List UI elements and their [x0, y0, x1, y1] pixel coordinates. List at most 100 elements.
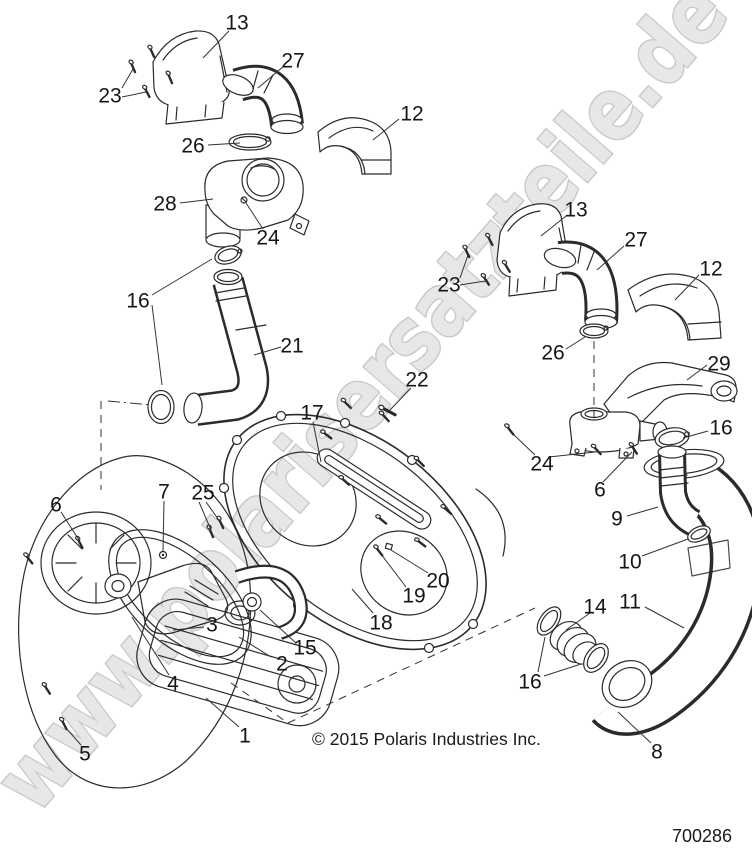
hose-clamp-16-upper	[214, 245, 243, 265]
leader-line	[602, 451, 633, 483]
callout-16: 16	[709, 417, 732, 440]
callout-12: 12	[699, 258, 722, 281]
leader-line	[380, 553, 407, 588]
callout-7: 7	[158, 481, 170, 504]
bend-duct-12-right	[627, 273, 722, 341]
leader-line	[641, 538, 689, 557]
outer-cover-profile-1	[18, 455, 252, 789]
leader-line	[565, 336, 586, 350]
clutch-assembly	[40, 511, 340, 727]
leader-line	[512, 433, 536, 456]
leader-line	[537, 636, 546, 673]
leader-line	[60, 511, 80, 541]
leader-lines	[60, 30, 709, 746]
callout-18: 18	[369, 612, 392, 635]
callout-4: 4	[167, 673, 179, 696]
callout-19: 19	[402, 585, 425, 608]
callout-26: 26	[181, 135, 204, 158]
callout-2: 2	[276, 653, 288, 676]
callout-23: 23	[437, 274, 460, 297]
leader-line	[230, 682, 289, 724]
callout-9: 9	[611, 508, 623, 531]
leader-line	[389, 387, 412, 411]
callout-5: 5	[79, 743, 91, 766]
leader-line	[596, 245, 625, 271]
leader-line	[626, 506, 659, 517]
leader-line	[459, 280, 486, 286]
leader-line	[390, 549, 429, 574]
callout-28: 28	[153, 193, 176, 216]
leader-line	[202, 30, 230, 59]
callout-24: 24	[256, 227, 280, 250]
callout-25: 25	[191, 482, 214, 505]
leader-line	[682, 430, 709, 439]
cover-screws	[318, 396, 454, 557]
leader-line	[198, 501, 212, 531]
leader-line	[179, 198, 214, 204]
callout-15: 15	[293, 637, 316, 660]
leader-line	[459, 254, 469, 279]
inner-duct-9	[657, 445, 711, 543]
drive-belt-2	[108, 529, 252, 665]
leader-line	[121, 68, 134, 89]
callout-22: 22	[405, 369, 428, 392]
callout-1: 1	[239, 725, 251, 748]
callout-21: 21	[280, 335, 303, 358]
hose-clamp-26-left	[228, 133, 272, 151]
leader-line	[312, 421, 322, 463]
leader-line	[674, 274, 700, 301]
copyright-text: © 2015 Polaris Industries Inc.	[312, 729, 541, 749]
leader-line	[207, 142, 241, 146]
leader-line	[245, 202, 264, 230]
leader-line	[172, 626, 205, 631]
part-number-text: 700286	[672, 826, 732, 846]
bend-duct-12-left	[317, 117, 392, 175]
diagram-artwork	[18, 30, 752, 789]
leader-line	[644, 606, 685, 629]
leader-line	[205, 501, 222, 524]
leader-line	[287, 607, 536, 724]
elbow-duct-right	[543, 240, 619, 330]
duct-assembly-29	[501, 361, 738, 459]
intake-tube-21	[147, 268, 270, 426]
callout-27: 27	[624, 229, 647, 252]
callout-29: 29	[707, 353, 730, 376]
callout-3: 3	[206, 614, 218, 637]
leader-line	[131, 616, 170, 676]
elbow-duct-left	[222, 64, 304, 135]
leader-line	[372, 118, 400, 141]
leader-line	[617, 711, 652, 744]
leader-line	[151, 304, 163, 386]
callout-26: 26	[541, 342, 564, 365]
callout-10: 10	[618, 551, 641, 574]
shield-bracket-left	[143, 30, 230, 125]
blower-housing-28	[204, 157, 310, 248]
callout-8: 8	[651, 741, 663, 764]
bellows-coupler-14	[536, 606, 609, 673]
callout-17: 17	[300, 402, 323, 425]
callout-13: 13	[225, 12, 248, 35]
leader-line	[548, 451, 596, 458]
bolt-22	[378, 404, 397, 417]
leader-line	[543, 663, 582, 677]
leader-line	[351, 588, 374, 614]
nut-20	[384, 542, 394, 551]
callout-6: 6	[50, 494, 62, 517]
grommet-15	[242, 592, 262, 612]
callout-12: 12	[400, 103, 423, 126]
leader-line	[65, 727, 82, 746]
leader-line	[205, 697, 240, 728]
leader-line	[238, 636, 272, 658]
callout-24: 24	[530, 453, 554, 476]
callout-23: 23	[98, 85, 121, 108]
callout-13: 13	[564, 199, 587, 222]
callout-20: 20	[426, 570, 449, 593]
leader-line	[565, 612, 591, 631]
leader-line	[540, 215, 567, 237]
callout-16: 16	[518, 671, 541, 694]
leader-line	[257, 65, 285, 89]
leader-line	[107, 400, 152, 406]
